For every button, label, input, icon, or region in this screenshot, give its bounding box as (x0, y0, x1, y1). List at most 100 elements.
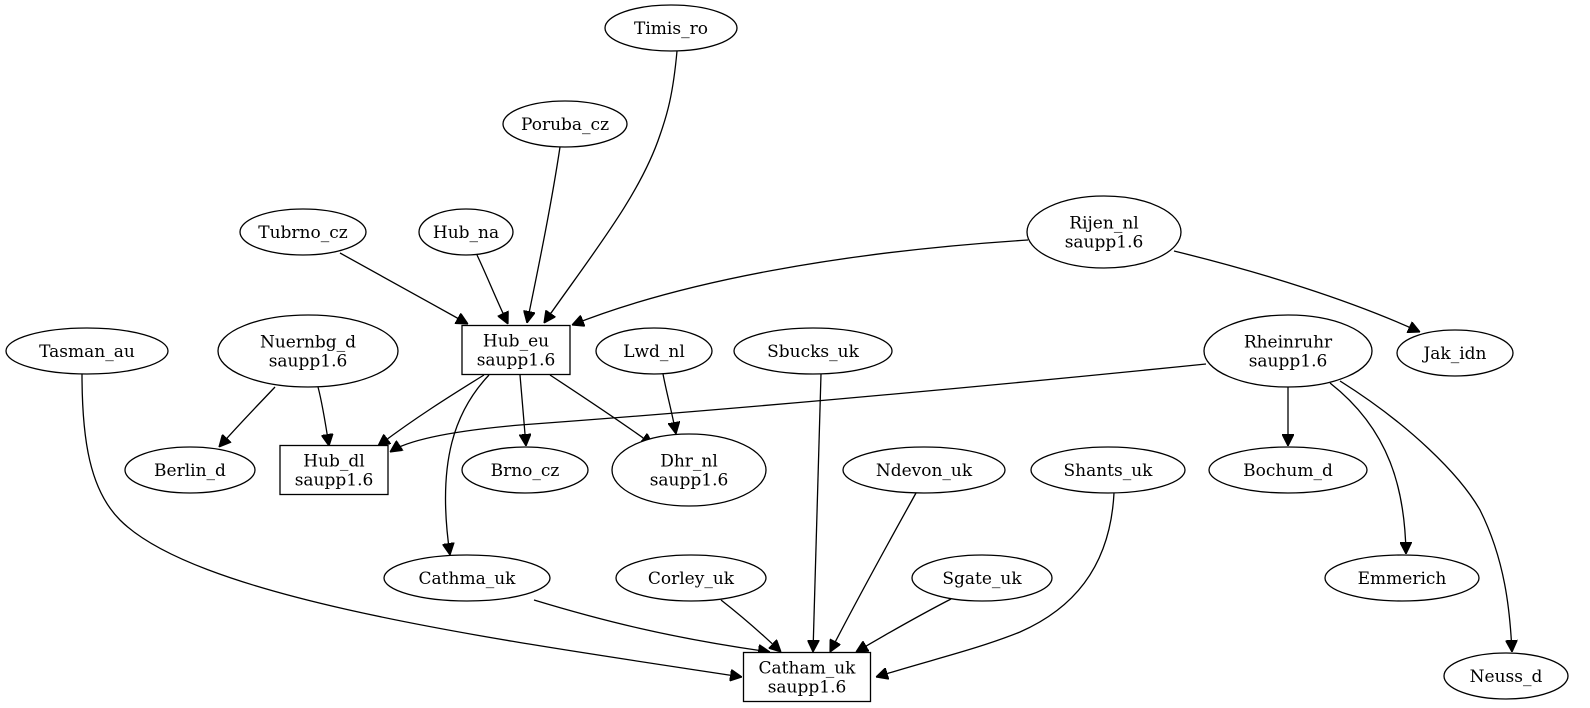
edge-rijen-nl-to-jak-idn (1173, 250, 1420, 332)
edge-hub-eu-to-cathma-uk (445, 374, 490, 555)
node-label: Neuss_d (1470, 667, 1543, 687)
node-ellipse (217, 314, 399, 388)
node-cathma-uk: Cathma_uk (383, 554, 551, 602)
edge-ndevon-uk-to-catham-uk (830, 492, 917, 652)
node-ellipse (611, 433, 767, 507)
node-label: Dhr_nl (660, 452, 718, 472)
edge-hub-eu-to-dhr-nl (549, 374, 653, 445)
node-label: Emmerich (1358, 569, 1447, 589)
node-label: Sgate_uk (942, 569, 1022, 589)
edge-rheinruhr-to-neuss-d (1339, 380, 1512, 652)
node-sublabel: saupp1.6 (269, 352, 348, 372)
node-label: Hub_na (433, 223, 499, 243)
node-sublabel: saupp1.6 (650, 471, 729, 491)
edge-poruba-cz-to-hub-eu (527, 146, 561, 323)
edge-tasman-au-to-catham-uk (81, 373, 742, 677)
edge-nuernbg-d-to-hub-dl (317, 386, 329, 446)
edge-lwd-nl-to-dhr-nl (662, 373, 676, 434)
edge-nuernbg-d-to-berlin-d (219, 386, 276, 447)
edge-hub-eu-to-brno-cz (520, 374, 526, 446)
node-ellipse (1208, 446, 1368, 494)
node-label: Tubrno_cz (258, 223, 348, 243)
node-box (742, 651, 872, 703)
node-ellipse (595, 327, 713, 375)
node-label: Hub_eu (483, 332, 549, 352)
node-ellipse (1324, 554, 1480, 602)
node-jak-idn: Jak_idn (1396, 329, 1514, 377)
node-tubrno-cz: Tubrno_cz (239, 208, 367, 256)
edge-timis-ro-to-hub-eu (544, 50, 678, 323)
node-ellipse (842, 446, 1006, 494)
node-label: Ndevon_uk (876, 461, 973, 481)
node-label: Corley_uk (648, 569, 735, 589)
node-sublabel: saupp1.6 (1065, 233, 1144, 253)
node-label: Tasman_au (39, 342, 135, 362)
edge-sbucks-uk-to-catham-uk (813, 373, 822, 652)
node-ellipse (604, 4, 738, 52)
node-ellipse (1026, 195, 1182, 269)
node-ellipse (124, 446, 256, 494)
node-sgate-uk: Sgate_uk (911, 554, 1053, 602)
node-ellipse (911, 554, 1053, 602)
node-ellipse (1203, 314, 1373, 388)
node-timis-ro: Timis_ro (604, 4, 738, 52)
edge-hub-eu-to-hub-dl (378, 374, 485, 446)
node-ellipse (733, 327, 893, 375)
node-box (279, 444, 389, 496)
node-emmerich: Emmerich (1324, 554, 1480, 602)
node-label: Brno_cz (491, 461, 560, 481)
node-label: Rijen_nl (1069, 214, 1138, 234)
edge-rheinruhr-to-hub-dl (390, 363, 1207, 452)
node-sublabel: saupp1.6 (477, 351, 556, 371)
node-label: Shants_uk (1064, 461, 1154, 481)
node-label: Lwd_nl (623, 342, 685, 362)
node-ellipse (502, 100, 628, 148)
node-label: Berlin_d (154, 461, 226, 481)
node-label: Sbucks_uk (767, 342, 859, 362)
edges-layer (81, 50, 1512, 677)
node-corley-uk: Corley_uk (615, 554, 767, 602)
node-label: Bochum_d (1243, 461, 1333, 481)
node-label: Poruba_cz (521, 115, 609, 135)
node-ellipse (383, 554, 551, 602)
node-tasman-au: Tasman_au (5, 327, 169, 375)
node-ellipse (418, 208, 514, 256)
node-ellipse (1443, 652, 1569, 700)
node-shants-uk: Shants_uk (1030, 446, 1186, 494)
node-sublabel: saupp1.6 (1249, 352, 1328, 372)
node-label: Cathma_uk (419, 569, 517, 589)
node-label: Nuernbg_d (260, 333, 356, 353)
node-label: Catham_uk (759, 659, 857, 679)
node-ellipse (615, 554, 767, 602)
node-ellipse (1030, 446, 1186, 494)
edge-sgate-uk-to-catham-uk (856, 598, 952, 652)
node-label: Timis_ro (634, 19, 708, 39)
node-lwd-nl: Lwd_nl (595, 327, 713, 375)
edge-tubrno-cz-to-hub-eu (339, 252, 468, 324)
node-sbucks-uk: Sbucks_uk (733, 327, 893, 375)
node-neuss-d: Neuss_d (1443, 652, 1569, 700)
edge-hub-na-to-hub-eu (476, 254, 508, 324)
node-sublabel: saupp1.6 (768, 678, 847, 698)
node-hub-na: Hub_na (418, 208, 514, 256)
node-ellipse (5, 327, 169, 375)
node-sublabel: saupp1.6 (295, 471, 374, 491)
node-ellipse (461, 446, 589, 494)
edge-shants-uk-to-catham-uk (876, 492, 1115, 677)
edge-rheinruhr-to-emmerich (1329, 382, 1406, 554)
node-box (461, 324, 571, 376)
node-poruba-cz: Poruba_cz (502, 100, 628, 148)
edge-corley-uk-to-catham-uk (720, 599, 781, 652)
node-ellipse (239, 208, 367, 256)
node-label: Hub_dl (303, 452, 364, 472)
node-brno-cz: Brno_cz (461, 446, 589, 494)
edge-cathma-uk-to-catham-uk (533, 599, 770, 652)
